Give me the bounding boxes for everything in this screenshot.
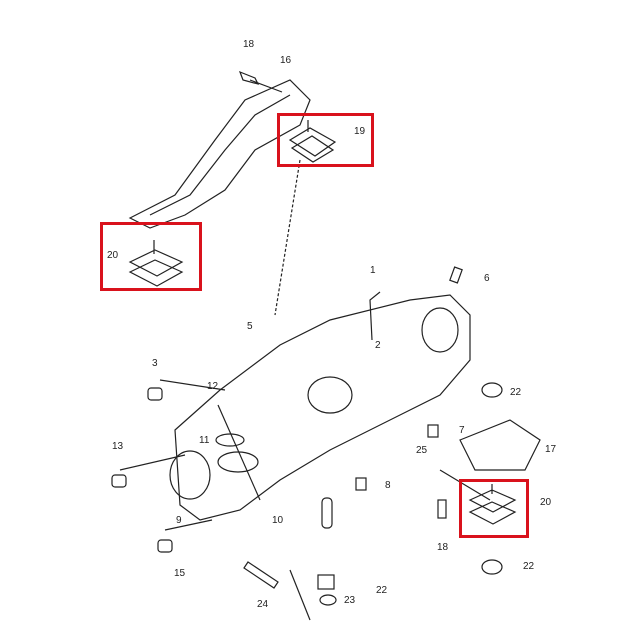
callout-9: 9	[176, 515, 182, 526]
nut	[481, 382, 503, 398]
rubber-mount	[288, 120, 337, 163]
transfer-case	[174, 294, 471, 521]
rubber-mount	[128, 240, 184, 287]
mount-bracket	[128, 79, 311, 229]
callout-10: 10	[272, 515, 284, 526]
highlight-box-19	[277, 113, 374, 167]
callout-15: 15	[174, 568, 186, 579]
callout-12: 12	[207, 381, 219, 392]
callout-11: 11	[199, 435, 210, 446]
callout-25: 25	[416, 445, 428, 456]
cover-plate	[459, 419, 541, 471]
callout-19: 19	[354, 126, 366, 137]
callout-7: 7	[459, 425, 465, 436]
bolt	[238, 70, 283, 93]
callout-1: 1	[370, 265, 376, 276]
highlight-box-20-left	[100, 222, 202, 291]
callout-2: 2	[375, 340, 381, 351]
callout-22: 22	[510, 387, 522, 398]
highlight-box-20-right	[459, 479, 529, 538]
callout-22: 22	[376, 585, 388, 596]
callout-17: 17	[545, 444, 557, 455]
callout-20: 20	[540, 497, 552, 508]
callout-24: 24	[257, 599, 269, 610]
callout-20: 20	[107, 250, 119, 261]
rubber-mount	[468, 484, 517, 525]
callout-8: 8	[385, 480, 391, 491]
nut	[481, 559, 503, 575]
callout-18: 18	[243, 39, 255, 50]
callout-6: 6	[484, 273, 490, 284]
callout-5: 5	[247, 321, 253, 332]
callout-16: 16	[280, 55, 292, 66]
callout-18: 18	[437, 542, 449, 553]
callout-13: 13	[112, 441, 124, 452]
callout-3: 3	[152, 358, 158, 369]
callout-23: 23	[344, 595, 356, 606]
callout-22: 22	[523, 561, 535, 572]
